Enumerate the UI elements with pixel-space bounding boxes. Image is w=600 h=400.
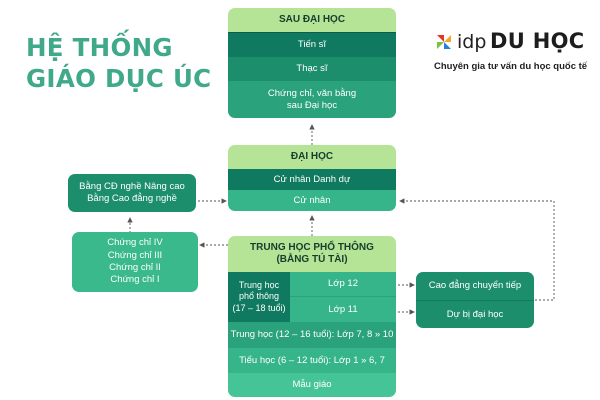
vocational-diploma-box: Bằng CĐ nghề Nâng cao Bằng Cao đẳng nghề — [68, 174, 196, 212]
postgrad-phd: Tiến sĩ — [228, 32, 396, 56]
cert-iv: Chứng chỉ IV — [107, 237, 163, 249]
highschool-header: TRUNG HỌC PHỔ THÔNG (BẰNG TÚ TÀI) — [228, 236, 396, 272]
cert-i: Chứng chỉ I — [110, 274, 160, 286]
postgrad-header: SAU ĐẠI HỌC — [228, 8, 396, 32]
pathway-diploma: Cao đẳng chuyển tiếp — [416, 272, 534, 300]
idp-wordmark: idp — [457, 31, 487, 53]
pathway-foundation: Dự bị đại học — [416, 300, 534, 328]
university-box: ĐẠI HỌC Cử nhân Danh dự Cử nhân — [228, 145, 396, 211]
brand-tagline: Chuyên gia tư vấn du học quốc tế — [434, 61, 588, 72]
postgrad-masters: Thạc sĩ — [228, 56, 396, 80]
highschool-box: TRUNG HỌC PHỔ THÔNG (BẰNG TÚ TÀI) Trung … — [228, 236, 396, 397]
pathway-box: Cao đẳng chuyển tiếp Dự bị đại học — [416, 272, 534, 328]
title-line-2: GIÁO DỤC ÚC — [26, 64, 212, 93]
cert-iii: Chứng chỉ III — [107, 249, 163, 261]
vocational-certs-box: Chứng chỉ IV Chứng chỉ III Chứng chỉ II … — [72, 232, 198, 292]
grade-12: Lớp 12 — [290, 272, 396, 297]
primary-school: Tiểu học (6 – 12 tuổi): Lớp 1 » 6, 7 — [228, 348, 396, 373]
postgrad-certificates: Chứng chỉ, văn bằng sau Đại học — [228, 80, 396, 118]
kindergarten: Mẫu giáo — [228, 373, 396, 397]
university-honours: Cử nhân Danh dự — [228, 169, 396, 190]
brand-name: DU HỌC — [490, 29, 585, 53]
idp-logo: idp — [434, 29, 486, 55]
title-line-1: HỆ THỐNG — [26, 33, 173, 62]
university-bachelor: Cử nhân — [228, 190, 396, 211]
cert-ii: Chứng chỉ II — [109, 262, 161, 273]
idp-pinwheel-icon — [437, 35, 451, 49]
postgrad-box: SAU ĐẠI HỌC Tiến sĩ Thạc sĩ Chứng chỉ, v… — [228, 8, 396, 118]
grade-11: Lớp 11 — [290, 297, 396, 322]
junior-secondary: Trung học (12 – 16 tuổi): Lớp 7, 8 » 10 — [228, 322, 396, 348]
university-header: ĐẠI HỌC — [228, 145, 396, 169]
senior-secondary-label: Trung học phổ thông (17 – 18 tuổi) — [228, 272, 290, 322]
